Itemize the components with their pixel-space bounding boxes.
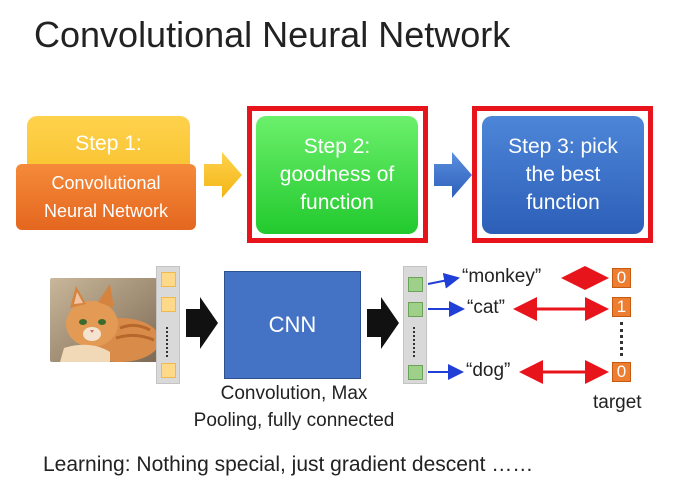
cat-illustration <box>50 278 158 362</box>
cnn-box: CNN <box>224 271 361 379</box>
output-label-dog: “dog” <box>466 360 511 381</box>
step-3-highlight-frame <box>472 106 653 243</box>
output-vector-ellipsis <box>413 327 417 357</box>
output-label-cat: “cat” <box>467 297 505 318</box>
input-vector-cell <box>161 272 176 287</box>
input-vector-cell <box>161 363 176 378</box>
step-3-line-1: Step 3: pick <box>508 135 618 158</box>
output-label-monkey: “monkey” <box>462 266 542 287</box>
output-vector-cell <box>408 277 423 292</box>
target-value-dog: 0 <box>612 362 631 382</box>
step-2-highlight-frame <box>247 106 428 243</box>
step-3-line-2: the best <box>525 163 601 186</box>
step-2-line-2: goodness of <box>279 163 395 186</box>
cnn-label: CNN <box>268 312 317 337</box>
step-1-line-2: Neural Network <box>43 201 169 221</box>
output-vector-cell <box>408 302 423 317</box>
cat-image <box>50 278 158 362</box>
step-3-line-3: function <box>526 191 600 214</box>
step-2-line-1: Step 2: <box>303 135 371 158</box>
output-vector-cell <box>408 365 423 380</box>
input-vector <box>156 266 180 384</box>
target-label: target <box>593 392 642 413</box>
step-1-line-1: Convolutional <box>51 173 161 193</box>
footer-text: Learning: Nothing special, just gradient… <box>43 453 534 476</box>
step-1-heading: Step 1: <box>75 132 142 155</box>
cnn-caption-line-2: Pooling, fully connected <box>193 410 395 431</box>
target-value-cat: 1 <box>612 297 631 317</box>
input-vector-ellipsis <box>166 327 170 357</box>
cnn-caption-line-1: Convolution, Max <box>220 383 368 404</box>
output-vector <box>403 266 427 384</box>
step-2-line-3: function <box>300 191 374 214</box>
step-2-box: Step 2: goodness of function <box>256 116 418 234</box>
step-2-to-3-arrow <box>434 152 472 198</box>
step-1-cnn-label: Convolutional Neural Network <box>16 164 196 230</box>
page-title: Convolutional Neural Network <box>34 14 511 55</box>
cnn-caption: Convolution, Max Pooling, fully connecte… <box>168 380 420 434</box>
target-ellipsis <box>620 322 624 356</box>
cnn-to-output-arrow <box>367 297 399 349</box>
step-3-box: Step 3: pick the best function <box>482 116 644 234</box>
input-to-cnn-arrow <box>186 297 218 349</box>
input-vector-cell <box>161 297 176 312</box>
target-value-monkey: 0 <box>612 268 631 288</box>
step-1-to-2-arrow <box>204 152 242 198</box>
output-arrow-monkey <box>427 272 460 289</box>
